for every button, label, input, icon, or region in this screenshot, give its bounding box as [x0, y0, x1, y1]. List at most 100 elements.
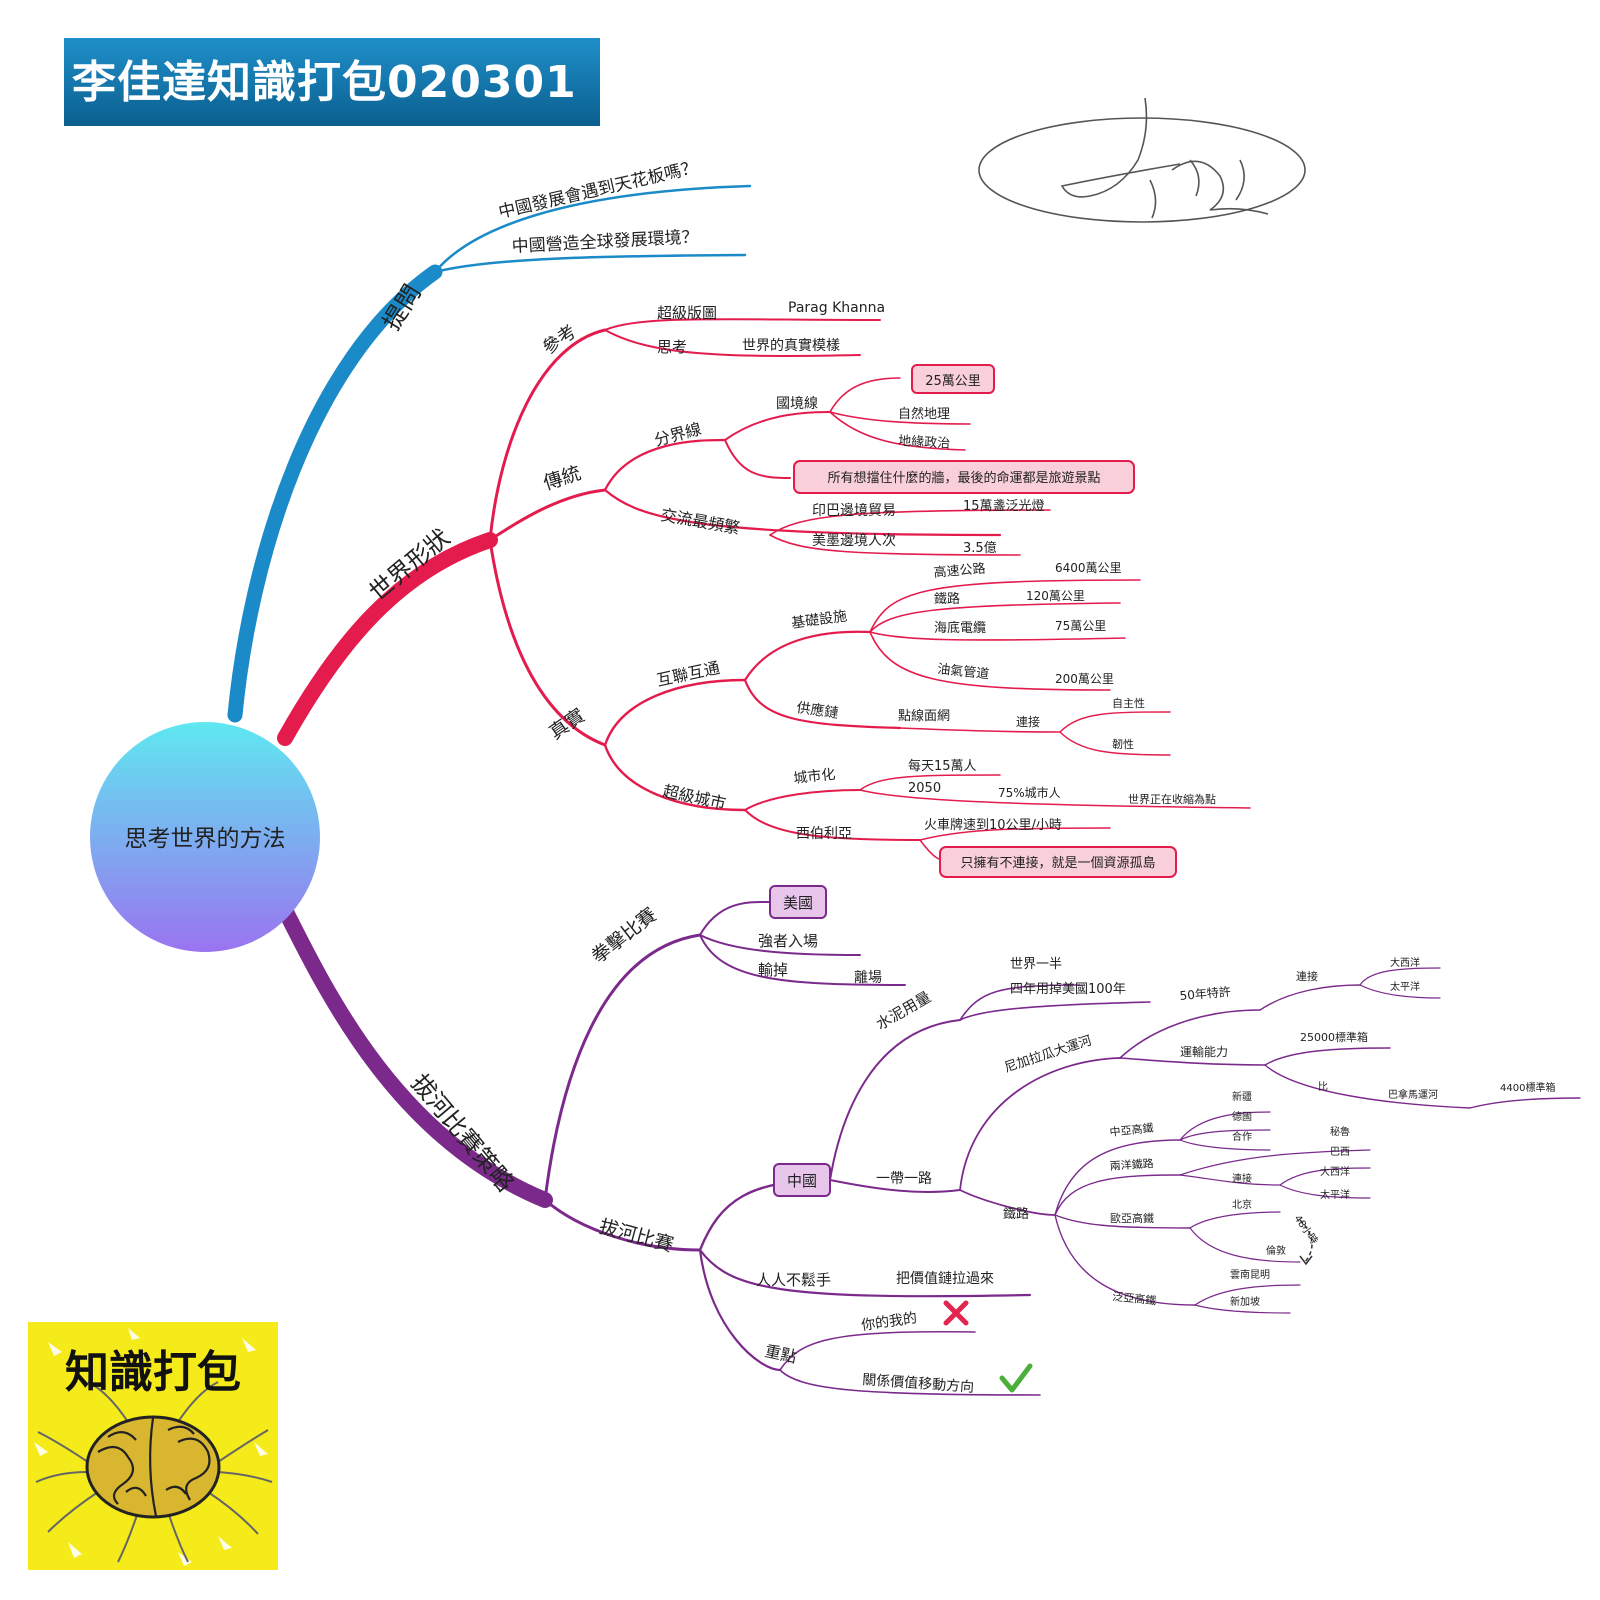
- box-25wan: [911, 364, 995, 394]
- taiping2-label: 太平洋: [1320, 1188, 1350, 1201]
- renren-label: 人人不鬆手: [756, 1271, 831, 1289]
- tiwen-q2: 中國營造全球發展環境？: [511, 227, 699, 257]
- fanya-label: 泛亞高鐵: [1112, 1289, 1157, 1308]
- bi-label: 比: [1318, 1081, 1328, 1093]
- box4400-label: 4400標準箱: [1500, 1081, 1555, 1094]
- center-label: 思考世界的方法: [125, 826, 286, 852]
- chaoji-chengshi-label: 超級城市: [661, 781, 728, 813]
- baxi-label: 巴西: [1330, 1146, 1350, 1158]
- shoulian-label: 世界正在收縮為點: [1128, 792, 1216, 806]
- hezuo-label: 合作: [1232, 1130, 1252, 1143]
- check-icon: [999, 1363, 1033, 1393]
- guojing-label: 國境線: [776, 396, 818, 412]
- nide-label: 你的我的: [860, 1310, 918, 1334]
- renxing-label: 韌性: [1112, 737, 1134, 751]
- y2050-label: 2050: [908, 781, 941, 796]
- banshijie-label: 世界一半: [1010, 957, 1062, 972]
- haidi-label: 海底電纜: [934, 620, 986, 636]
- yunshu-label: 運輸能力: [1180, 1044, 1228, 1059]
- branch-shijie-lines: [277, 318, 1251, 861]
- yi35-label: 3.5億: [963, 540, 997, 556]
- youqi-label: 油氣管道: [937, 662, 990, 682]
- quanji-label: 拳擊比賽: [588, 904, 661, 968]
- meitian-label: 每天15萬人: [908, 758, 977, 774]
- arrow-48h-head: [1299, 1255, 1313, 1266]
- chuantong-label: 傳統: [541, 462, 584, 495]
- kunming-label: 雲南昆明: [1230, 1268, 1270, 1281]
- dianxian-label: 點線面網: [898, 708, 950, 724]
- box25000-label: 25000標準箱: [1300, 1030, 1368, 1044]
- signature-mark: [978, 97, 1306, 223]
- liangyang-label: 兩洋鐵路: [1109, 1156, 1154, 1173]
- ziran-dili: 自然地理: [898, 406, 950, 422]
- meiguo-label: 美國: [783, 894, 813, 912]
- arrow-48h-path: [1299, 1219, 1313, 1263]
- logo-text: 知識打包: [65, 1347, 241, 1398]
- sinian-label: 四年用掉美國100年: [1010, 982, 1126, 997]
- taiping-label: 太平洋: [1390, 980, 1420, 993]
- branch-tiwen-lines: [227, 184, 752, 723]
- hours48-label: 48小時: [1292, 1213, 1321, 1247]
- box-zhiyou: [939, 846, 1177, 878]
- banama-label: 巴拿馬運河: [1388, 1088, 1438, 1101]
- wall-quote: 所有想擋住什麼的牆，最後的命運都是旅遊景點: [827, 470, 1100, 486]
- gongying-label: 供應鏈: [795, 699, 839, 722]
- parag-khanna: Parag Khanna: [788, 300, 885, 316]
- zhenshi-label: 真實: [545, 704, 589, 744]
- lianjie2-label: 連接: [1232, 1172, 1252, 1185]
- box-zhongguo: [773, 1163, 831, 1197]
- xinjiang-label: 新疆: [1232, 1090, 1252, 1103]
- lichang-label: 離場: [854, 969, 882, 986]
- nijia-label: 尼加拉瓜大運河: [1003, 1033, 1094, 1075]
- page-title: 李佳達知識打包020301: [72, 57, 577, 108]
- gaosu-label: 高速公路: [933, 561, 986, 581]
- bahe-label: 拔河比賽: [597, 1216, 676, 1257]
- sikao-label: 思考: [657, 338, 687, 356]
- pct75-label: 75%城市人: [998, 785, 1061, 800]
- shudiao-label: 輸掉: [758, 961, 788, 979]
- branch-bahe-lines: [277, 900, 1581, 1396]
- beijing-label: 北京: [1232, 1198, 1252, 1211]
- tielu-value: 120萬公里: [1026, 589, 1085, 603]
- tielu-purple-label: 鐵路: [1003, 1206, 1029, 1222]
- meimo-label: 美墨邊境人次: [812, 533, 896, 549]
- jiazhi-label: 把價值鏈拉過來: [896, 1270, 994, 1287]
- yidai-label: 一帶一路: [876, 1171, 932, 1187]
- qiangzhe-label: 強者入場: [758, 932, 818, 950]
- fenjie-label: 分界線: [652, 419, 703, 450]
- cross-icon: [943, 1300, 969, 1326]
- km25-label: 25萬公里: [925, 374, 981, 389]
- title-banner: 李佳達知識打包020301: [64, 38, 600, 126]
- zhongguo-label: 中國: [787, 1172, 817, 1190]
- gaosu-value: 6400萬公里: [1055, 561, 1122, 575]
- xibo-label: 西伯利亞: [796, 826, 852, 842]
- zhongdian-label: 重點: [763, 1341, 798, 1366]
- lianjie-dayang: 連接: [1296, 969, 1318, 983]
- box-wall: [793, 460, 1135, 494]
- diyuan-zhengzhi: 地緣政治: [898, 434, 951, 452]
- brain-icon: [34, 1328, 273, 1566]
- yinba-label: 印巴邊境貿易: [812, 503, 896, 519]
- daxi2-label: 大西洋: [1320, 1165, 1350, 1178]
- zhiyou-quote: 只擁有不連接，就是一個資源孤島: [960, 855, 1155, 871]
- tielu-label: 鐵路: [934, 591, 960, 607]
- bilu-label: 秘魯: [1330, 1125, 1350, 1138]
- jichu-label: 基礎設施: [790, 607, 848, 632]
- huoche-label: 火車牌速到10公里/小時: [924, 817, 1062, 833]
- center-node: [90, 722, 320, 952]
- chaoji-bantu: 超級版圖: [657, 304, 717, 322]
- te50-label: 50年特許: [1179, 984, 1231, 1003]
- jiaoliu-label: 交流最頻繁: [659, 505, 741, 538]
- deng-label: 15萬盞泛光燈: [963, 498, 1045, 514]
- ouya-label: 歐亞高鐵: [1110, 1211, 1154, 1225]
- xinjiapo-label: 新加坡: [1230, 1295, 1260, 1308]
- box-meiguo: [769, 885, 827, 919]
- haidi-value: 75萬公里: [1055, 619, 1106, 633]
- lundun-label: 倫敦: [1266, 1244, 1286, 1257]
- daxi-label: 大西洋: [1390, 956, 1420, 969]
- zhongya-label: 中亞高鐵: [1109, 1120, 1154, 1139]
- shijie-zhenshi-moyang: 世界的真實模樣: [742, 337, 840, 354]
- deguo-label: 德國: [1232, 1110, 1252, 1123]
- zizhu-label: 自主性: [1112, 696, 1145, 710]
